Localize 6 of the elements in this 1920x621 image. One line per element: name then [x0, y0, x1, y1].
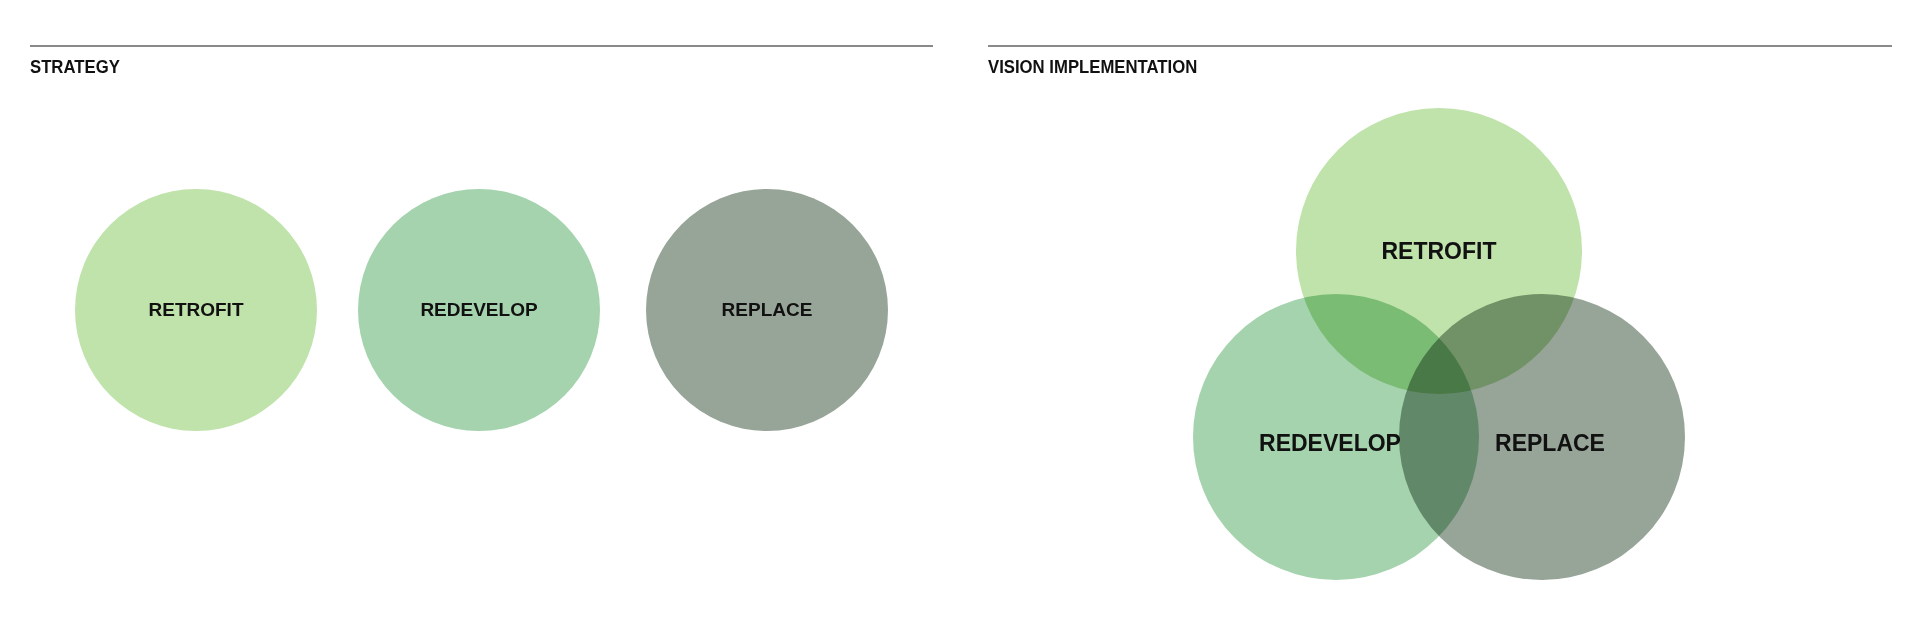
strategy-circle: RETROFIT: [75, 189, 317, 431]
venn-circle: REPLACE: [1399, 294, 1685, 580]
section-heading: VISION IMPLEMENTATION: [988, 56, 1198, 78]
strategy-circle: REDEVELOP: [358, 189, 600, 431]
strategy-circle: REPLACE: [646, 189, 888, 431]
section-heading: STRATEGY: [30, 56, 120, 78]
